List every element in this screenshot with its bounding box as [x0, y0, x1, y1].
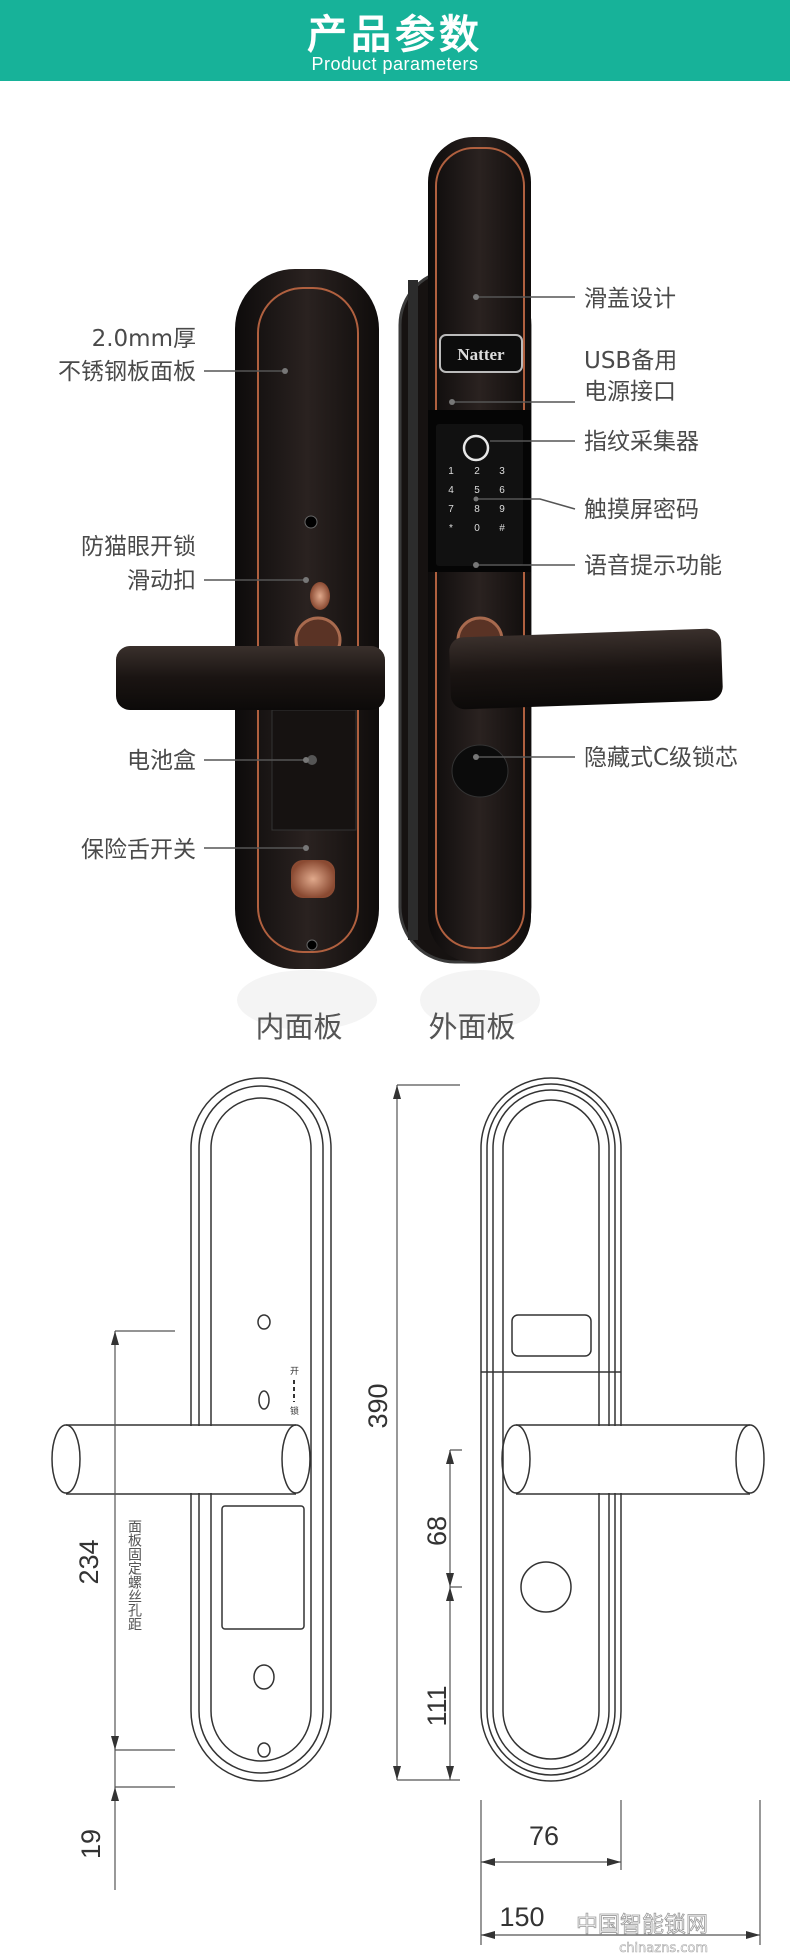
inner-panel-photo	[116, 269, 385, 1030]
dim-overall-width: 150	[499, 1902, 544, 1932]
keypad-key: #	[499, 523, 505, 534]
keypad-key: 6	[499, 485, 505, 496]
dim-screw-spacing: 234	[74, 1539, 104, 1584]
callout-slider: 滑动扣	[127, 568, 196, 594]
callout-power-port: 电源接口	[584, 379, 676, 405]
inner-panel-drawing: 开 锁	[51, 1077, 332, 1782]
battery-screw	[307, 755, 317, 765]
keypad-key: 5	[474, 485, 480, 496]
outer-panel-drawing	[480, 1077, 765, 1782]
watermark-url: chinazns.com	[619, 1941, 708, 1956]
switch-mark-lock: 锁	[290, 1405, 299, 1417]
keypad-keys: 1 2 3 4 5 6 7 8 9 * 0 #	[448, 466, 505, 534]
screw-spacing-note: 面板固定螺丝孔距	[126, 1519, 142, 1631]
outer-handle	[449, 628, 723, 710]
dim-cylinder-to-bottom: 111	[422, 1685, 452, 1726]
header-banner: 产品参数 Product parameters	[0, 0, 790, 81]
dimension-lines	[111, 1084, 761, 1945]
keypad-key: 2	[474, 466, 480, 477]
keypad-key: 7	[448, 504, 454, 515]
keypad-key: 3	[499, 466, 505, 477]
safety-tongue-switch	[291, 860, 335, 898]
dim-total-height: 390	[363, 1383, 393, 1428]
callout-safety-switch: 保险舌开关	[81, 837, 196, 863]
keypad-key: 8	[474, 504, 480, 515]
callout-usb-backup: USB备用	[584, 348, 677, 374]
right-callouts: 滑盖设计 USB备用 电源接口 指纹采集器 触摸屏密码 语音提示功能 隐藏式C级…	[449, 286, 738, 771]
inner-handle	[116, 646, 385, 710]
caption-outer-panel: 外面板	[428, 1010, 515, 1044]
hidden-lock-cylinder	[451, 744, 509, 798]
keypad-key: 4	[448, 485, 454, 496]
anti-cat-eye-slider	[310, 582, 330, 610]
outer-panel-photo: Natter	[398, 137, 723, 1030]
callout-voice-prompt: 语音提示功能	[584, 553, 722, 579]
callout-stainless-panel: 不锈钢板面板	[58, 359, 196, 385]
callout-anti-cat-eye: 防猫眼开锁	[81, 534, 196, 560]
callout-panel-thickness: 2.0mm厚	[92, 326, 196, 352]
watermark-text: 中国智能锁网	[576, 1913, 708, 1938]
switch-mark-open: 开	[290, 1366, 299, 1377]
dim-handle-to-cylinder: 68	[422, 1516, 452, 1546]
keypad-key: *	[449, 523, 453, 534]
caption-inner-panel: 内面板	[255, 1010, 342, 1044]
dim-panel-width: 76	[529, 1821, 559, 1851]
header-title: 产品参数	[307, 12, 483, 58]
callout-touch-password: 触摸屏密码	[584, 497, 699, 523]
watermark: 中国智能锁网 chinazns.com	[576, 1913, 709, 1957]
callout-battery-box: 电池盒	[127, 748, 196, 774]
keypad-key: 0	[474, 523, 480, 534]
callout-hidden-cylinder: 隐藏式C级锁芯	[584, 745, 738, 771]
keypad-key: 9	[499, 504, 505, 515]
keypad-key: 1	[448, 466, 454, 477]
callout-slide-cover: 滑盖设计	[584, 286, 676, 312]
dim-bottom-offset: 19	[76, 1829, 106, 1859]
header-subtitle: Product parameters	[311, 54, 479, 74]
brand-logo: Natter	[457, 345, 505, 364]
fingerprint-sensor	[462, 434, 490, 462]
callout-fingerprint: 指纹采集器	[584, 429, 699, 455]
left-callouts: 2.0mm厚 不锈钢板面板 防猫眼开锁 滑动扣 电池盒 保险舌开关	[58, 326, 309, 863]
